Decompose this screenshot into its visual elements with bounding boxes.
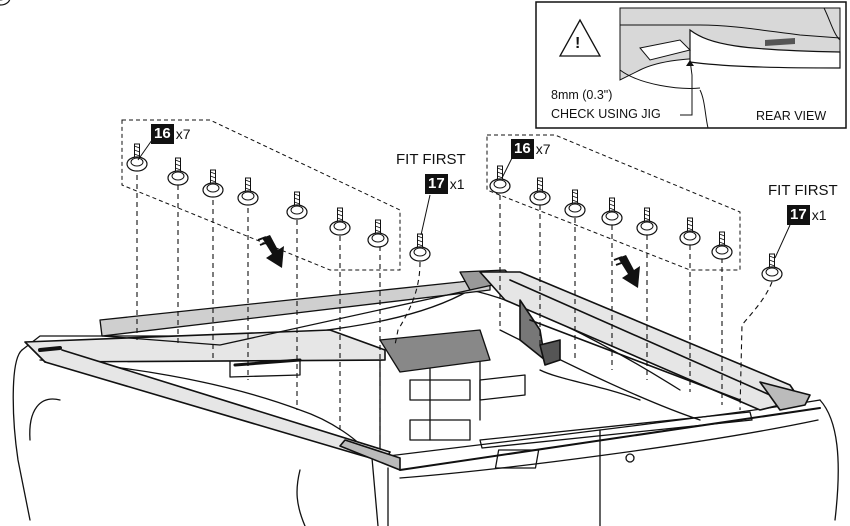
bolt-icon [761, 253, 783, 282]
quantity-label: x7 [535, 141, 551, 157]
down-arrow-icon [257, 235, 284, 268]
fit-first-label: FIT FIRST [768, 182, 838, 199]
bolt-icon [329, 207, 351, 236]
quantity-label: x1 [811, 207, 827, 223]
bolt-icon [636, 207, 658, 236]
bolt-icon [409, 233, 431, 262]
bolt-icon [167, 157, 189, 186]
bolt-icon [126, 143, 148, 172]
truck-bed [12, 279, 839, 526]
right-side-rail [479, 271, 811, 411]
bolt-icon [489, 165, 511, 194]
bolt-icon [711, 231, 733, 260]
bolt-icon [286, 191, 308, 220]
left-side-rail [24, 329, 401, 471]
rear-view-label: REAR VIEW [756, 109, 827, 123]
measurement-label: 8mm (0.3") [551, 88, 613, 102]
jig-instruction: CHECK USING JIG [551, 107, 661, 121]
bolt-group-boxes [121, 119, 741, 271]
bolt-icon [367, 219, 389, 248]
bolts [0, 0, 783, 282]
part-number-badge: 16 [511, 139, 534, 159]
bolt-drop-lines [136, 175, 773, 445]
bolt-icon [529, 177, 551, 206]
bolt-icon [237, 177, 259, 206]
part-number-badge: 17 [425, 174, 448, 194]
quantity-label: x1 [449, 176, 465, 192]
bolt-icon [679, 217, 701, 246]
part-number-badge: 16 [151, 124, 174, 144]
left-bolt-group-box [121, 119, 401, 271]
bolt-icon [202, 169, 224, 198]
badge-leaders [137, 139, 791, 259]
fit-first-label: FIT FIRST [396, 151, 466, 168]
quantity-label: x7 [175, 126, 191, 142]
bolt-icon [564, 189, 586, 218]
warning-symbol: ! [575, 35, 581, 52]
down-arrow-icon [613, 255, 640, 288]
warning-triangle-icon [558, 18, 602, 57]
part-number-badge: 17 [787, 205, 810, 225]
rear-view-inset [535, 1, 847, 129]
bolt-icon [601, 197, 623, 226]
